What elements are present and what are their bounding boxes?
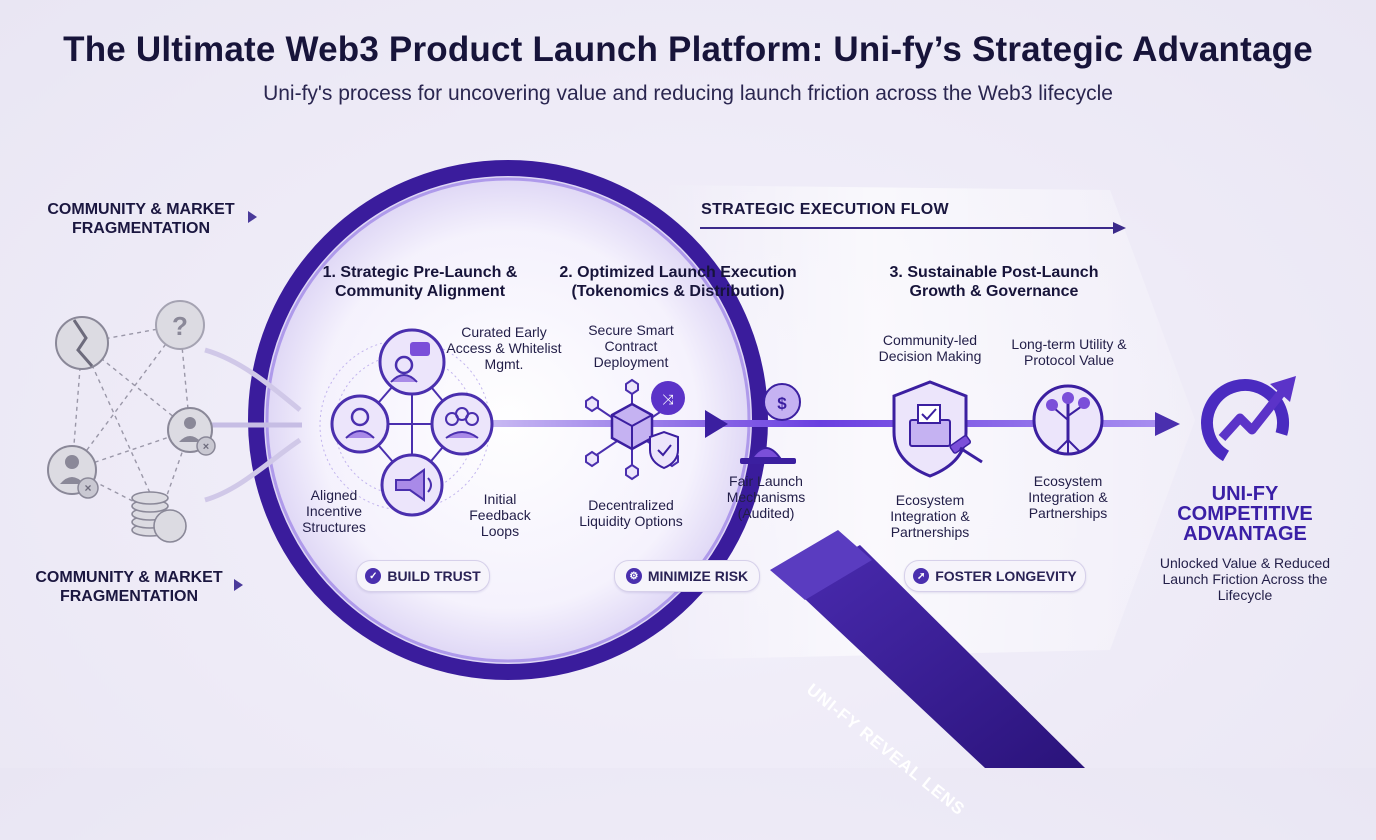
- svg-text:$: $: [777, 394, 787, 413]
- background-graphics: ? × ×: [47, 160, 1296, 768]
- stage1-item-incentives: Aligned Incentive Structures: [302, 487, 366, 535]
- megaphone-icon: [380, 453, 444, 517]
- label-arrow-icon: [234, 579, 243, 591]
- smart-contract-cube-icon: ⤨: [585, 378, 685, 481]
- stage3-item-decision: Community-led Decision Making: [878, 332, 982, 364]
- svg-text:×: ×: [203, 441, 209, 453]
- disconnected-user-icon: ×: [47, 445, 99, 499]
- svg-text:×: ×: [84, 481, 91, 495]
- svg-text:?: ?: [172, 311, 188, 341]
- stage2-title: 2. Optimized Launch Execution (Tokenomic…: [559, 264, 797, 300]
- question-mark-icon: ?: [155, 300, 205, 350]
- stage2-item-fair-launch: Fair Launch Mechanisms (Audited): [726, 473, 806, 521]
- fragmentation-label-top: COMMUNITY & MARKET FRAGMENTATION: [47, 201, 235, 237]
- strategic-flow-label: STRATEGIC EXECUTION FLOW: [701, 201, 949, 218]
- pill-label: MINIMIZE RISK: [647, 568, 749, 584]
- governance-shield-icon: [892, 380, 983, 478]
- lens-handle: [770, 530, 1085, 768]
- foster-longevity-pill: ➚ FOSTER LONGEVITY: [904, 560, 1086, 592]
- rocket-icon: ➚: [913, 568, 930, 584]
- stage3-title: 3. Sustainable Post-Launch Growth & Gove…: [889, 264, 1099, 300]
- stage2-item-liquidity: Decentralized Liquidity Options: [579, 497, 683, 529]
- checkmark-icon: ✓: [365, 568, 382, 584]
- group-icon: [430, 392, 494, 456]
- user-profile-icon: [330, 394, 390, 454]
- stage3-item-ecosystem-a: Ecosystem Integration & Partnerships: [890, 492, 970, 540]
- broken-coin-icon: [55, 316, 109, 370]
- stage3-item-ecosystem-b: Ecosystem Integration & Partnerships: [1028, 473, 1108, 521]
- label-arrow-icon: [248, 211, 257, 223]
- fair-launch-bell-icon: $: [740, 383, 801, 464]
- stage1-item-feedback: Initial Feedback Loops: [469, 491, 531, 539]
- stage3-item-utility: Long-term Utility & Protocol Value: [1011, 336, 1127, 368]
- page-title: The Ultimate Web3 Product Launch Platfor…: [63, 30, 1313, 69]
- fragmentation-label-bottom: COMMUNITY & MARKET FRAGMENTATION: [35, 569, 223, 605]
- stage1-item-early-access: Curated Early Access & Whitelist Mgmt.: [446, 324, 562, 372]
- minimize-risk-pill: ⚙ MINIMIZE RISK: [614, 560, 760, 592]
- competitive-advantage-logo: [1200, 376, 1296, 467]
- advantage-description: Unlocked Value & Reduced Launch Friction…: [1159, 555, 1331, 603]
- stage2-item-contracts: Secure Smart Contract Deployment: [588, 322, 674, 370]
- pill-label: FOSTER LONGEVITY: [935, 568, 1077, 584]
- gear-icon: ⚙: [625, 568, 642, 584]
- user-chat-icon: [378, 328, 446, 396]
- coin-stack-icon: [131, 491, 187, 543]
- build-trust-pill: ✓ BUILD TRUST: [356, 560, 490, 592]
- svg-text:⤨: ⤨: [662, 391, 674, 407]
- growth-tree-icon: [1032, 384, 1104, 456]
- advantage-title: UNI-FY COMPETITIVE ADVANTAGE: [1177, 483, 1313, 545]
- page-subtitle: Uni-fy's process for uncovering value an…: [263, 82, 1113, 105]
- disconnected-user-icon: ×: [167, 407, 216, 456]
- stage1-title: 1. Strategic Pre-Launch & Community Alig…: [322, 264, 518, 300]
- pill-label: BUILD TRUST: [387, 568, 481, 584]
